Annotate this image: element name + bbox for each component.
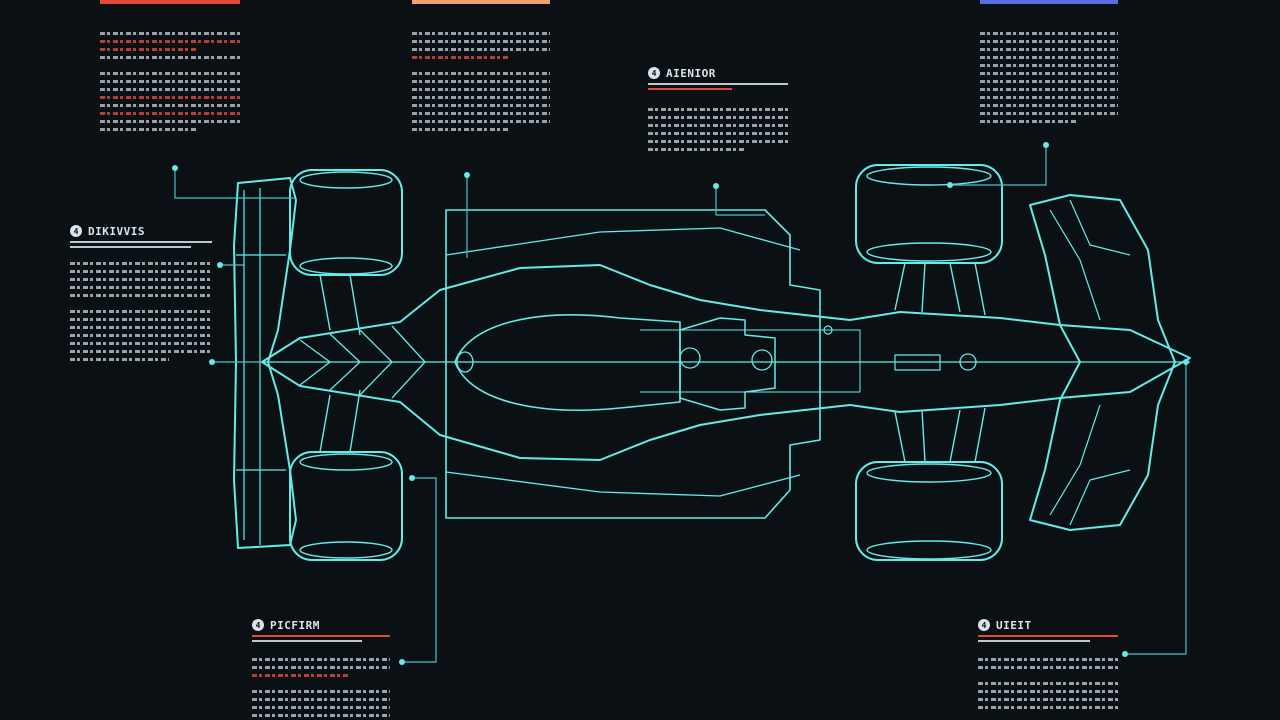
panel-heading: 4 PICFIRM [252,618,390,632]
panel-title: PICFIRM [270,618,320,632]
rear-right-tyre [855,461,1003,561]
accent-bar [980,0,1118,4]
panel-top-left [100,0,240,136]
panel-title: AIENIOR [666,66,716,80]
panel-heading: 4 AIENIOR [648,66,788,80]
sidepod [445,209,821,519]
car-outline [233,164,1191,561]
panel-top-right [980,0,1118,128]
rear-wing [1029,194,1176,531]
rear-left-tyre [855,164,1003,264]
text-block [978,658,1118,709]
text-block [252,658,390,717]
number-badge-icon: 4 [70,225,82,237]
text-block [100,32,240,131]
callout-dots [172,142,1189,665]
number-badge-icon: 4 [252,619,264,631]
panel-bottom-right: 4 UIEIT [978,618,1118,714]
panel-bottom-left: 4 PICFIRM [252,618,390,720]
front-left-tyre [289,169,403,276]
text-block [412,32,550,131]
engine [679,317,776,411]
accent-bar [412,0,550,4]
panel-heading: 4 UIEIT [978,618,1118,632]
number-badge-icon: 4 [978,619,990,631]
panel-left: 4 DIKIVVIS [70,224,212,366]
panel-title: DIKIVVIS [88,224,145,238]
accent-bar [100,0,240,4]
text-block [648,108,788,151]
text-block [70,262,212,361]
panel-heading: 4 DIKIVVIS [70,224,212,238]
number-badge-icon: 4 [648,67,660,79]
text-block [980,32,1118,123]
callout-lines [174,145,1187,663]
panel-top-center [412,0,550,136]
front-right-tyre [289,451,403,561]
nose-cone [261,264,1191,461]
panel-center: 4 AIENIOR [648,66,788,156]
panel-title: UIEIT [996,618,1032,632]
